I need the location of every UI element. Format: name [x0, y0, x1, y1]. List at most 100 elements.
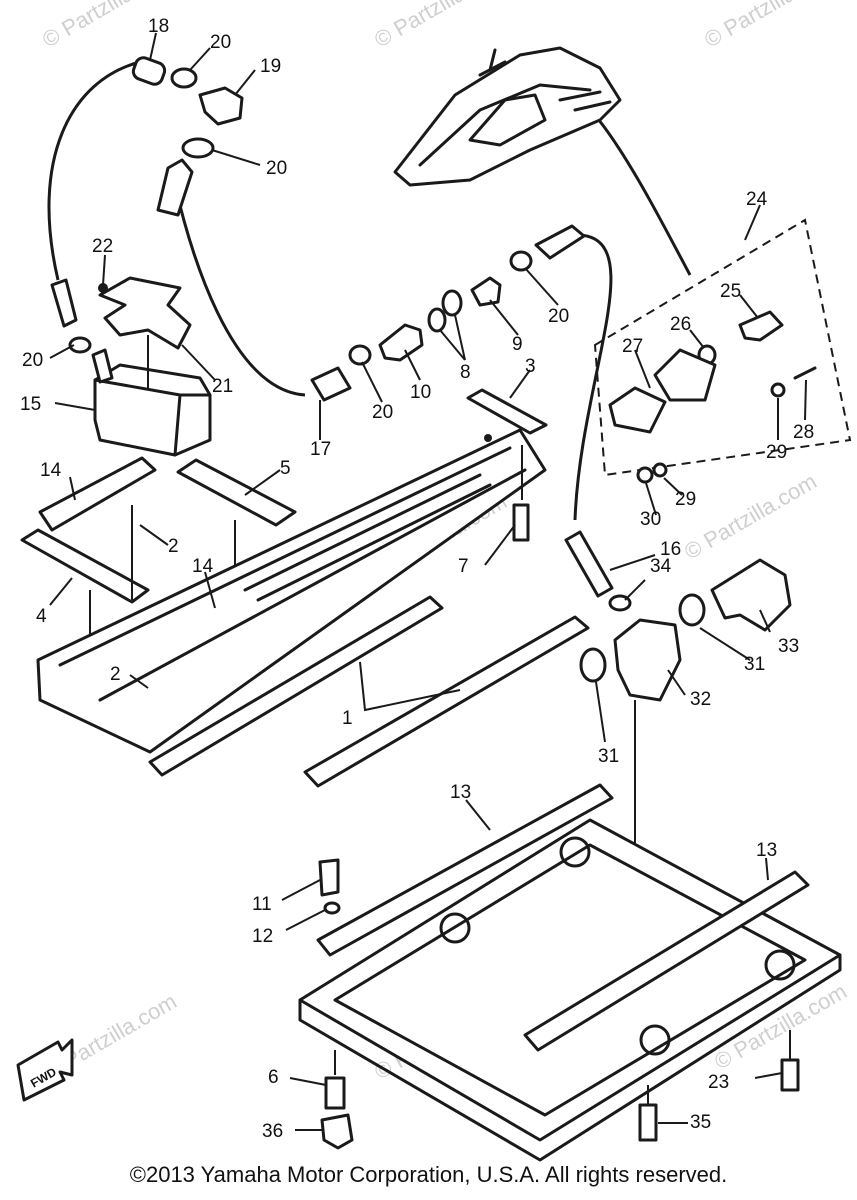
clamp-31: [579, 647, 607, 683]
callout-20: 20: [266, 158, 287, 179]
callout-23: 23: [708, 1072, 729, 1093]
callout-34: 34: [650, 556, 672, 577]
washer-8: [427, 307, 447, 333]
callout-30: 30: [640, 509, 661, 530]
callout-31: 31: [598, 746, 619, 767]
hose-16: [564, 530, 614, 598]
cap-36: [320, 1113, 354, 1150]
watercraft-illustration: [393, 46, 622, 187]
water-line-chain: [310, 224, 586, 402]
bolt-11: [318, 858, 340, 897]
callout-29: 29: [766, 442, 787, 463]
callout-16: 16: [660, 539, 681, 560]
callout-36: 36: [262, 1121, 283, 1142]
callout-19: 19: [260, 56, 281, 77]
callout-20: 20: [22, 350, 43, 371]
callout-24: 24: [746, 189, 768, 210]
outlet-32: [613, 618, 682, 702]
callout-6: 6: [268, 1067, 279, 1088]
screw-23: [780, 1058, 800, 1092]
callout-25: 25: [720, 281, 741, 302]
washer-29: [770, 382, 786, 398]
hose-17: [310, 366, 352, 402]
callout-17: 17: [310, 439, 331, 460]
callout-13: 13: [450, 782, 471, 803]
hose-end: [50, 278, 78, 328]
clamp-20: [170, 67, 198, 89]
hose-17-line: [173, 184, 306, 397]
callout-18: 18: [148, 16, 169, 37]
bracket-21: [98, 276, 192, 350]
callout-14: 14: [40, 460, 62, 481]
outlet-group: [564, 530, 792, 950]
callout-32: 32: [690, 689, 711, 710]
callout-4: 4: [36, 606, 47, 627]
lower-tray-body: [298, 818, 842, 1142]
gasket-27: [608, 386, 667, 434]
fitting-19: [198, 86, 244, 126]
callout-labels: 18 20 19 20 22 20 21 15 17 20 10 8 9 20 …: [20, 16, 814, 1142]
callout-2: 2: [168, 536, 179, 557]
strip-13: [316, 783, 614, 957]
callout-20: 20: [548, 306, 569, 327]
lower-tray: [298, 783, 842, 1162]
callout-29: 29: [675, 489, 696, 510]
callout-33: 33: [778, 636, 799, 657]
watermark: © Partzilla.com: [700, 0, 841, 52]
hose-18-line: [47, 60, 141, 281]
upper-tray: [36, 388, 548, 754]
hose-16-line: [573, 233, 613, 521]
callout-15: 15: [20, 394, 41, 415]
elbow-33: [710, 558, 792, 632]
fwd-arrow-icon: FWD: [16, 1038, 74, 1102]
callout-11: 11: [252, 894, 272, 915]
box-nozzle: [91, 348, 114, 384]
dashed-boundary: [593, 218, 852, 477]
callout-20: 20: [210, 32, 231, 53]
sensor-25: [738, 310, 784, 342]
screw-6: [324, 1076, 346, 1110]
callout-9: 9: [512, 334, 523, 355]
box-bracket-group: [91, 276, 212, 457]
callout-27: 27: [622, 336, 643, 357]
clamp-20: [181, 137, 215, 159]
strip-13: [523, 870, 810, 1052]
upper-tray-body: [36, 428, 547, 754]
screw-28: [793, 366, 817, 380]
callout-2: 2: [110, 664, 121, 685]
hose-upper: [534, 224, 586, 260]
hose-short: [156, 158, 194, 217]
watermark: © Partzilla.com: [370, 0, 511, 52]
callout-3: 3: [525, 356, 536, 377]
callout-21: 21: [212, 376, 233, 397]
washer-29: [652, 462, 668, 478]
clamp-20: [348, 344, 372, 366]
callout-20: 20: [372, 402, 393, 423]
screw-22: [98, 283, 108, 293]
hose-fitting-group: [50, 56, 244, 354]
callout-31: 31: [744, 654, 765, 675]
housing: [653, 348, 717, 402]
watermark: © Partzilla: [38, 0, 138, 52]
clamp-20: [509, 250, 533, 272]
strip-1: [303, 615, 590, 788]
pad-14: [38, 456, 157, 532]
callout-35: 35: [690, 1112, 711, 1133]
strip-1: [148, 595, 444, 777]
clamp-20: [68, 336, 92, 354]
clamp-31: [678, 593, 706, 627]
fitting-9: [470, 276, 502, 307]
pad-3: [466, 388, 548, 435]
bolt-7: [512, 503, 530, 542]
nut-30: [636, 466, 654, 484]
callout-7: 7: [458, 556, 469, 577]
pad-4: [20, 528, 150, 604]
callout-28: 28: [793, 422, 814, 443]
callout-8: 8: [460, 362, 471, 383]
callout-1: 1: [342, 708, 353, 729]
callout-26: 26: [670, 314, 691, 335]
screw-35: [638, 1103, 658, 1142]
fitting-10: [378, 323, 424, 362]
callout-10: 10: [410, 382, 431, 403]
